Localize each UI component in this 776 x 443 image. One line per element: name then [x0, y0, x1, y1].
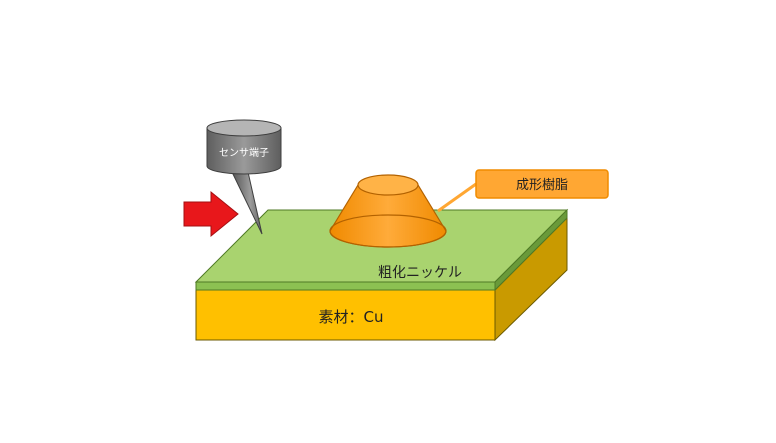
nickel-label: 粗化ニッケル	[378, 265, 462, 281]
sensor-probe-icon: センサ端子	[206, 119, 282, 235]
resin-callout-box	[475, 169, 609, 199]
substrate-block	[195, 216, 568, 342]
nickel-front-edge	[195, 281, 496, 291]
red-arrow-icon	[183, 190, 239, 238]
resin-callout-pointer	[437, 182, 477, 213]
resin-label: 成形樹脂	[516, 178, 568, 193]
substrate-label: 素材：Cu	[319, 308, 384, 326]
nickel-side-edge	[494, 208, 568, 292]
sensor-label: センサ端子	[219, 146, 269, 159]
resin-frustum-icon	[329, 174, 447, 248]
